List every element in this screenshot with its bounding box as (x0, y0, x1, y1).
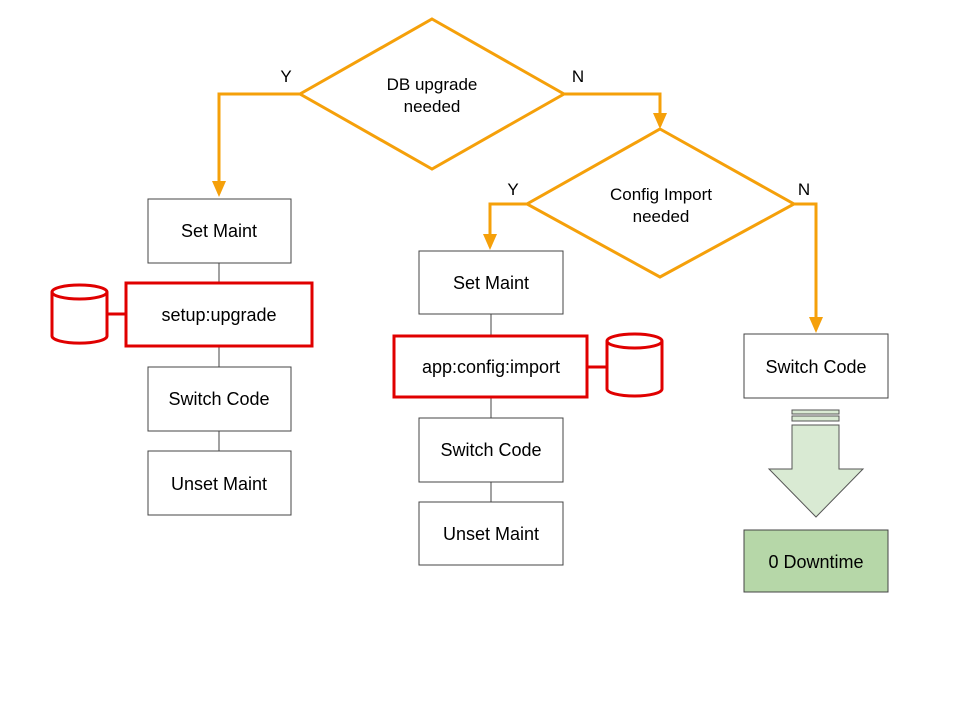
db-upgrade-decision: DB upgrade needed (296, 17, 568, 171)
left-set-maint-label: Set Maint (181, 221, 257, 241)
middle-config-import-box (392, 334, 589, 399)
config-import-diamond (523, 127, 798, 279)
zero-downtime-box (743, 529, 889, 593)
middle-set-maint-label: Set Maint (453, 273, 529, 293)
config-import-yes-arrowhead (483, 234, 497, 250)
db-upgrade-no-label: N (572, 67, 584, 86)
left-setup-upgrade-label: setup:upgrade (161, 305, 276, 325)
middle-config-import-label: app:config:import (422, 357, 560, 377)
left-switch-code-label: Switch Code (168, 389, 269, 409)
db-upgrade-yes-connector (217, 92, 300, 194)
zero-downtime-label: 0 Downtime (768, 552, 863, 572)
db-upgrade-yes-label: Y (280, 67, 291, 86)
db-upgrade-no-connector (564, 92, 662, 126)
db-upgrade-diamond (296, 17, 568, 171)
right-branch: Switch Code 0 Downtime (743, 333, 889, 593)
db-upgrade-yes-arrowhead (212, 181, 226, 197)
config-import-no-arrowhead (809, 317, 823, 333)
config-import-yes-label: Y (507, 180, 518, 199)
middle-switch-code-label: Switch Code (440, 440, 541, 460)
db-upgrade-line2: needed (404, 97, 461, 116)
left-branch: Set Maint setup:upgrade Switch Code Unse… (50, 198, 314, 516)
right-switch-code-label: Switch Code (765, 357, 866, 377)
middle-set-maint-box (418, 250, 564, 315)
config-import-no-connector (794, 202, 818, 330)
left-set-maint-box (147, 198, 292, 264)
middle-unset-maint-box (418, 501, 564, 566)
middle-database-icon (605, 332, 664, 398)
config-import-no-label: N (798, 180, 810, 199)
big-down-arrow-icon (767, 409, 865, 518)
right-switch-code-box (743, 333, 889, 399)
middle-branch: Set Maint app:config:import Switch Code … (392, 250, 664, 566)
middle-unset-maint-label: Unset Maint (443, 524, 539, 544)
left-switch-code-box (147, 366, 292, 432)
db-upgrade-no-arrowhead (653, 113, 667, 129)
middle-switch-code-box (418, 417, 564, 483)
left-unset-maint-label: Unset Maint (171, 474, 267, 494)
config-import-yes-connector (488, 202, 527, 247)
left-unset-maint-box (147, 450, 292, 516)
config-import-decision: Config Import needed (523, 127, 798, 279)
db-upgrade-line1: DB upgrade (387, 75, 478, 94)
config-import-line1: Config Import (610, 185, 712, 204)
config-import-line2: needed (633, 207, 690, 226)
left-database-icon (50, 283, 109, 345)
